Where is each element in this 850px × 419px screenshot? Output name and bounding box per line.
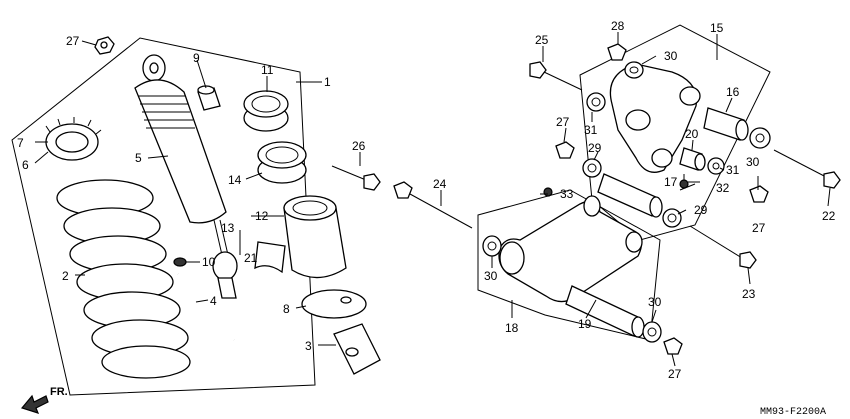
label-18: 18 [505, 321, 519, 335]
label-21: 21 [244, 251, 258, 265]
collar-9[interactable] [197, 85, 221, 111]
label-31-left: 31 [584, 123, 598, 137]
plate-8[interactable] [301, 289, 367, 319]
label-10: 10 [202, 255, 216, 269]
caution-label-21[interactable] [254, 241, 286, 274]
washer-29-left[interactable] [582, 158, 602, 178]
nut-27-right[interactable] [749, 185, 769, 203]
label-32: 32 [716, 181, 730, 195]
label-7: 7 [17, 136, 24, 150]
collar-14[interactable] [257, 141, 307, 184]
label-24: 24 [433, 177, 447, 191]
washer-31-left[interactable] [586, 92, 606, 112]
label-14: 14 [228, 173, 242, 187]
bolt-26[interactable] [331, 165, 381, 191]
label-8: 8 [283, 302, 290, 316]
bracket-3[interactable] [333, 323, 381, 375]
breather-hose[interactable] [176, 273, 235, 342]
bolt-23[interactable] [689, 225, 757, 269]
label-33: 33 [560, 187, 574, 201]
label-27-top-left: 27 [66, 34, 80, 48]
bolt-22[interactable] [773, 149, 841, 189]
collar-19[interactable] [565, 285, 645, 338]
label-27-right: 27 [752, 221, 766, 235]
label-17: 17 [664, 175, 678, 189]
nut-28[interactable] [607, 43, 627, 61]
washer-30-top[interactable] [624, 61, 644, 79]
label-16: 16 [726, 85, 740, 99]
label-25: 25 [535, 33, 549, 47]
washer-30-cushion-left[interactable] [482, 235, 502, 257]
nut-top-left[interactable] [94, 36, 115, 55]
link-arm-15[interactable] [609, 63, 701, 173]
collar-17[interactable] [597, 173, 663, 218]
label-12: 12 [255, 209, 269, 223]
hose-fitting-10[interactable] [173, 257, 187, 267]
dust-seal-11[interactable] [243, 90, 289, 132]
label-1: 1 [324, 75, 331, 89]
bushing-20[interactable] [679, 147, 706, 171]
label-26: 26 [352, 139, 366, 153]
washer-31-right[interactable] [707, 157, 725, 175]
leader-lines [34, 32, 831, 367]
label-29-right: 29 [694, 203, 708, 217]
part-labels: 27 9 11 1 7 5 6 14 12 13 21 10 2 4 8 3 2… [17, 19, 836, 381]
cushion-arm-18[interactable] [498, 195, 643, 303]
label-13: 13 [221, 221, 235, 235]
front-arrow-icon [20, 394, 49, 414]
label-4: 4 [210, 294, 217, 308]
label-20: 20 [685, 127, 699, 141]
label-30-cushion-left: 30 [484, 269, 498, 283]
label-11: 11 [261, 63, 274, 77]
shock-boot-12[interactable] [283, 195, 347, 279]
washer-30-right[interactable] [749, 127, 771, 149]
label-23: 23 [742, 287, 756, 301]
coil-spring[interactable] [56, 179, 191, 379]
bolt-24[interactable] [393, 181, 473, 229]
grease-nipple-32[interactable] [679, 174, 689, 189]
label-19: 19 [578, 317, 592, 331]
grease-nipple-33[interactable] [543, 187, 553, 197]
label-29-left: 29 [588, 141, 602, 155]
diagram-code: MM93-F2200A [760, 407, 826, 418]
label-28: 28 [611, 19, 625, 33]
label-15: 15 [710, 21, 724, 35]
label-6: 6 [22, 158, 29, 172]
label-2: 2 [62, 269, 69, 283]
label-9: 9 [193, 51, 200, 65]
washer-30-cushion-right[interactable] [642, 321, 662, 343]
label-30-cushion-right: 30 [648, 295, 662, 309]
label-3: 3 [305, 339, 312, 353]
shock-absorber[interactable] [134, 54, 238, 299]
bolt-25[interactable] [529, 61, 583, 91]
label-22: 22 [822, 209, 836, 223]
label-30-top: 30 [664, 49, 678, 63]
label-31-right: 31 [726, 163, 740, 177]
nut-27-center[interactable] [555, 141, 575, 159]
label-5: 5 [135, 151, 142, 165]
label-27-bottom: 27 [668, 367, 682, 381]
front-direction-indicator: FR. [20, 386, 68, 414]
spring-adjuster-ring[interactable] [45, 117, 102, 161]
collar-16[interactable] [703, 107, 749, 141]
label-30-right: 30 [746, 155, 760, 169]
nut-27-bottom[interactable] [663, 337, 683, 355]
label-27-center: 27 [556, 115, 570, 129]
washer-29-right[interactable] [662, 208, 682, 228]
front-label: FR. [50, 386, 68, 398]
